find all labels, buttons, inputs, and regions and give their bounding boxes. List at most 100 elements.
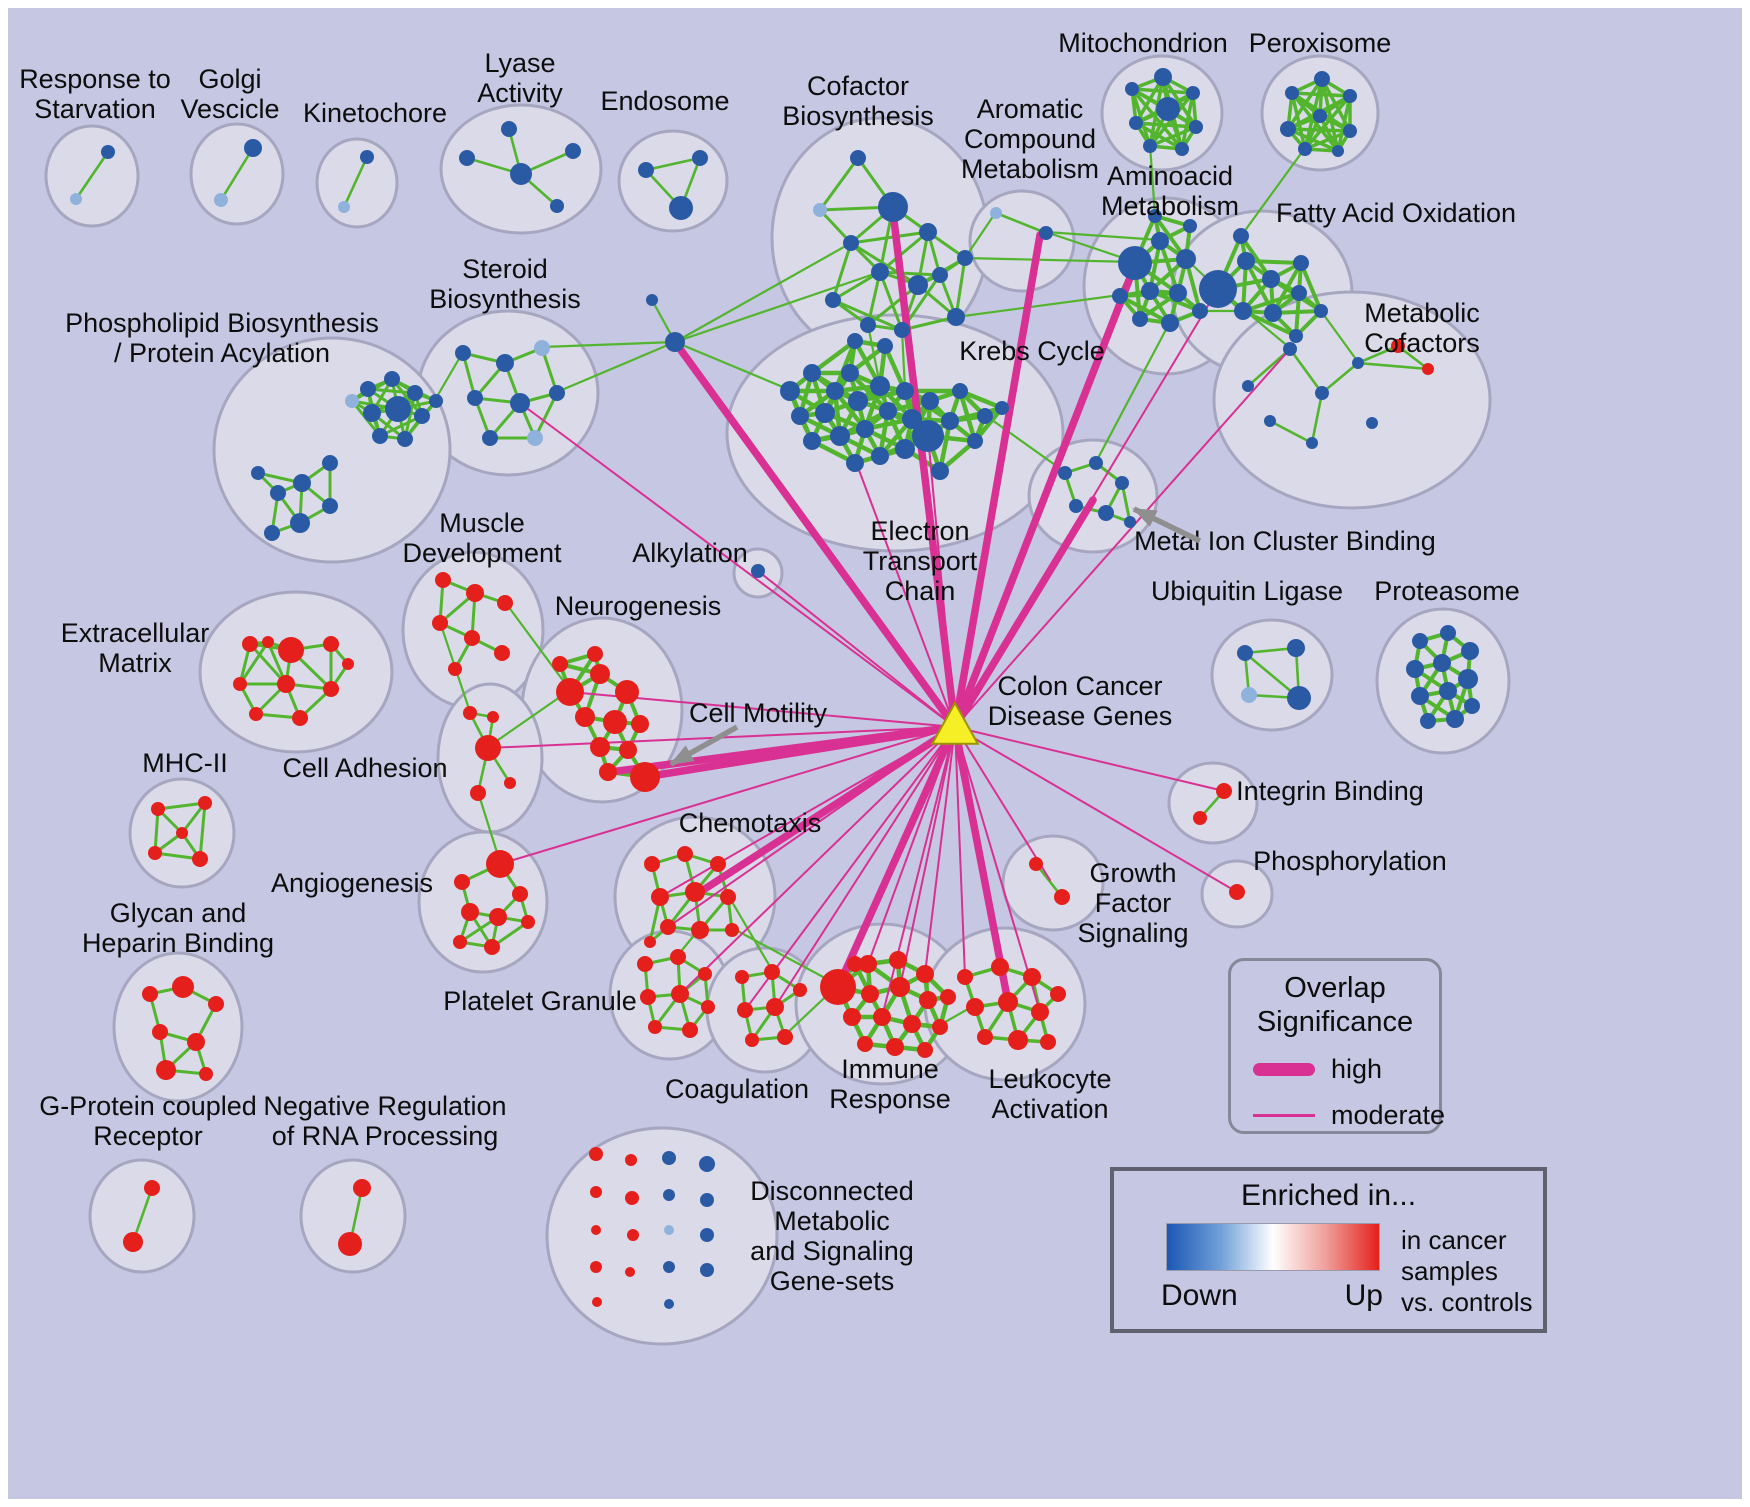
angiogenesis-node <box>512 886 528 902</box>
overlap-edge-moderate <box>519 402 956 728</box>
overlap-edge-high <box>671 338 959 731</box>
steroid-biosynthesis-node <box>496 354 514 372</box>
extracellular-matrix-node <box>323 681 339 697</box>
endosome-edge <box>645 156 701 172</box>
neurogenesis-node <box>587 646 603 662</box>
electron-transport-chain-edge <box>957 390 978 442</box>
muscle-development-node <box>435 572 451 588</box>
mitochondrion-node <box>1143 139 1157 153</box>
phospholipid-biosynthesis-node <box>384 371 400 387</box>
electron-transport-chain-node <box>826 382 844 400</box>
extracellular-matrix-edge <box>238 641 270 685</box>
immune-response-node <box>889 951 907 969</box>
overlap-edge-moderate <box>499 726 956 865</box>
peroxisome-edge <box>1304 129 1351 151</box>
metabolic-cofactors-edge <box>1321 362 1359 394</box>
growth-factor-signaling-node <box>1054 889 1070 905</box>
disconnected-gene-sets-node <box>700 1193 714 1207</box>
angiogenesis-node <box>461 903 479 921</box>
cofactor-biosynthesis-edge <box>831 242 853 301</box>
disconnected-gene-sets-node <box>699 1156 715 1172</box>
extracellular-matrix-node <box>262 636 274 648</box>
label-proteasome: Proteasome <box>1374 576 1520 606</box>
label-ubiquitin-ligase: Ubiquitin Ligase <box>1151 576 1343 606</box>
steroid-biosynthesis-node <box>467 390 483 406</box>
cofactor-biosynthesis-edge <box>850 241 919 287</box>
disconnected-gene-sets-node <box>590 1186 602 1198</box>
angiogenesis-node <box>489 908 507 926</box>
overlap-edge-moderate <box>954 726 1041 1013</box>
mitochondrion-edge <box>1135 121 1183 151</box>
enrichment-gradient <box>1166 1223 1380 1271</box>
disconnected-gene-sets-node <box>589 1147 603 1161</box>
chemotaxis-node <box>677 846 693 862</box>
disconnected-gene-sets-node <box>591 1225 601 1235</box>
overlap-edge-moderate <box>881 726 956 1018</box>
aminoacid-metabolism-node <box>1176 249 1196 269</box>
chemotaxis-node <box>644 936 656 948</box>
label-integrin-binding: Integrin Binding <box>1236 776 1424 806</box>
muscle-development-node <box>466 584 484 602</box>
glycan-heparin-binding-node <box>199 1067 213 1081</box>
cluster-growth-factor-signaling <box>1001 834 1105 932</box>
peroxisome-node <box>1314 71 1330 87</box>
electron-transport-chain-node <box>856 420 874 438</box>
peroxisome-edge <box>1287 127 1339 153</box>
peroxisome-edge <box>1336 95 1352 152</box>
aromatic-compound-metabolism-node <box>1039 226 1053 240</box>
phospholipid-biosynthesis-node <box>385 396 411 422</box>
label-neurogenesis: Neurogenesis <box>555 591 722 621</box>
cluster-glycan-heparin-binding <box>112 951 244 1103</box>
platelet-granule-node <box>682 1022 698 1038</box>
overlap-edge-high <box>951 723 1012 1006</box>
fatty-acid-oxidation-edge <box>1271 262 1303 314</box>
ubiquitin-ligase-node <box>1287 686 1311 710</box>
enrichment-axis-labels: Down Up <box>1161 1279 1383 1313</box>
glycan-heparin-binding-node <box>172 976 194 998</box>
extracellular-matrix-node <box>277 675 295 693</box>
proteasome-node <box>1446 710 1464 728</box>
phospholipid-biosynthesis-node <box>414 408 430 424</box>
chemotaxis-node <box>644 856 660 872</box>
overlap-edge-moderate <box>899 726 956 988</box>
muscle-development-node <box>432 615 448 631</box>
mhc-ii-node <box>198 796 212 810</box>
overlap-edge-moderate <box>855 461 956 728</box>
label-alkylation: Alkylation <box>632 538 748 568</box>
disconnected-gene-sets-node <box>590 1261 602 1273</box>
cofactor-biosynthesis-edge <box>878 271 904 331</box>
aminoacid-metabolism-node <box>1148 209 1162 223</box>
legend-overlap: Overlap Significance high moderate <box>1228 958 1445 1134</box>
peroxisome-edge <box>1320 78 1340 152</box>
immune-response-node <box>940 989 956 1005</box>
pointer-arrow <box>1132 506 1202 544</box>
mitochondrion-node <box>1129 116 1143 130</box>
fatty-acid-oxidation-node <box>1233 228 1249 244</box>
cell-adhesion-node <box>504 777 516 789</box>
mitochondrion-edge <box>1131 87 1194 95</box>
immune-response-node <box>820 969 856 1005</box>
coagulation-node <box>737 1002 753 1018</box>
peroxisome-node <box>1285 86 1299 100</box>
mitochondrion-node <box>1186 86 1200 100</box>
cofactor-biosynthesis-node <box>850 150 866 166</box>
mhc-ii-edge <box>198 802 207 860</box>
platelet-granule-node <box>671 985 689 1003</box>
overlap-edge-moderate <box>954 726 966 978</box>
proteasome-node <box>1464 698 1480 714</box>
electron-transport-chain-node <box>848 391 868 411</box>
leukocyte-activation-node <box>1050 986 1066 1002</box>
cell-adhesion-node <box>470 785 486 801</box>
metabolic-cofactors-node <box>1264 415 1276 427</box>
glycan-heparin-binding-node <box>187 1033 205 1051</box>
legend-enrichment: Enriched in... Down Up in cancer samples… <box>1110 1167 1547 1333</box>
integrin-binding-node <box>1193 811 1207 825</box>
metabolic-cofactors-node <box>1306 437 1318 449</box>
immune-response-node <box>916 965 934 983</box>
fatty-acid-oxidation-edge <box>1245 259 1302 265</box>
electron-transport-chain-node <box>902 409 922 429</box>
golgi-vescicle-node <box>214 193 228 207</box>
